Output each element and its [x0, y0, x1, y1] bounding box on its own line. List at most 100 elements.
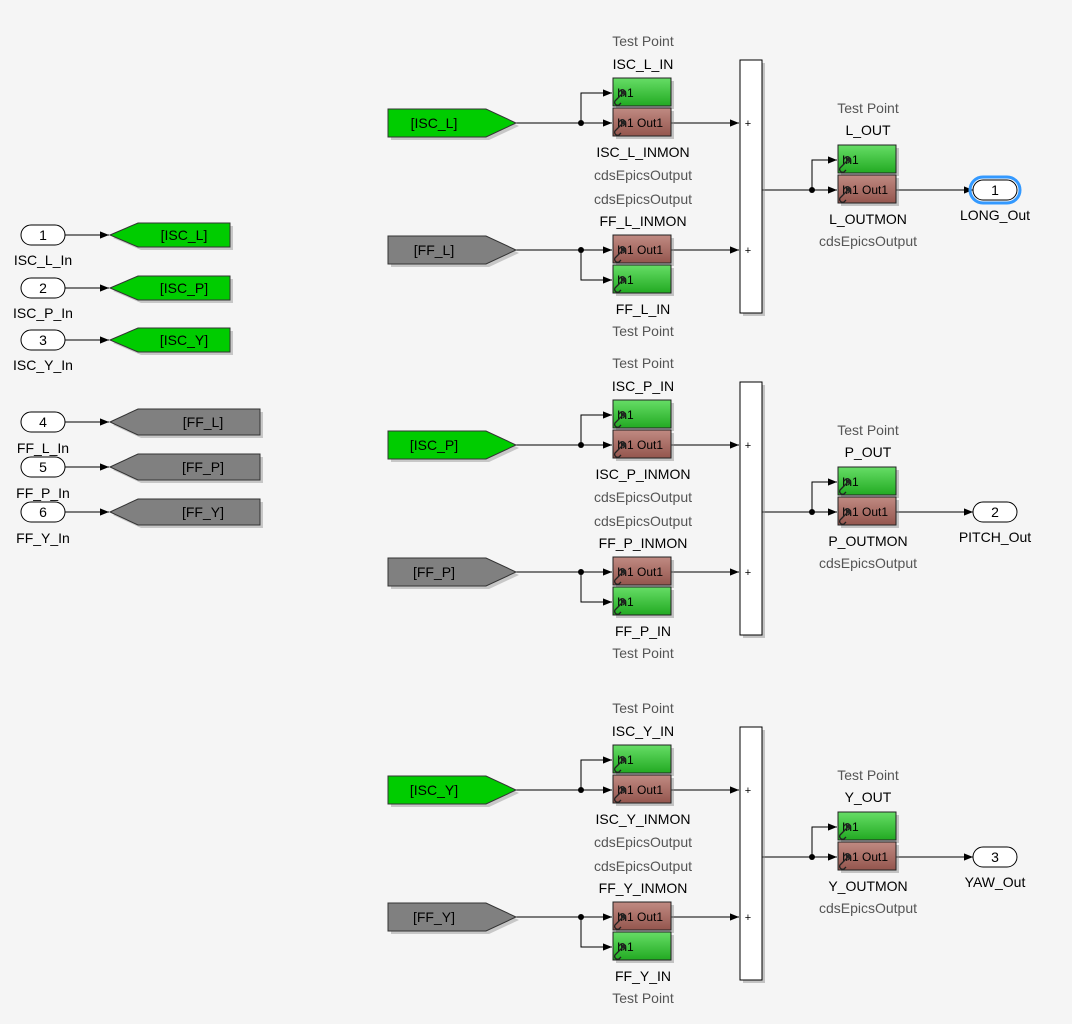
signal-line[interactable]	[580, 250, 612, 284]
epics-output-caption: cdsEpicsOutput	[594, 167, 692, 183]
goto-tag-label: [FF_L]	[183, 414, 223, 430]
testpoint-name: FF_Y_IN	[615, 968, 671, 984]
testpoint-caption: Test Point	[612, 645, 674, 661]
signal-line[interactable]	[580, 411, 612, 445]
inport-5[interactable]: 5FF_P_In	[16, 456, 70, 501]
signal-line[interactable]	[811, 478, 837, 512]
from-tag-green[interactable]: [ISC_P]	[387, 430, 519, 462]
signal-line[interactable]	[580, 756, 612, 790]
from-tag-green[interactable]: [ISC_Y]	[387, 775, 519, 807]
from-tag-gray[interactable]: [FF_Y]	[387, 902, 519, 934]
epics-output-name: ISC_P_INMON	[596, 466, 691, 482]
from-tag-gray[interactable]: [FF_L]	[387, 235, 519, 267]
epics-output-block[interactable]: In1 Out1	[612, 234, 674, 266]
library-link-icon	[839, 823, 851, 840]
inport-number: 1	[39, 227, 47, 243]
sum-sign: +	[745, 567, 751, 579]
library-link-icon	[614, 246, 626, 263]
outport-number: 1	[991, 182, 999, 198]
testpoint-name: ISC_Y_IN	[612, 723, 674, 739]
block-port-label: In1 Out1	[617, 565, 663, 579]
outport-number: 3	[991, 849, 999, 865]
signal-line[interactable]	[811, 823, 837, 857]
library-link-icon	[839, 508, 851, 525]
inport-name: ISC_P_In	[13, 305, 73, 321]
testpoint-block[interactable]: In1	[612, 399, 674, 431]
from-tag-label: [FF_L]	[414, 242, 454, 258]
outport-name: YAW_Out	[965, 874, 1026, 890]
epics-output-name: P_OUTMON	[828, 533, 907, 549]
goto-tag-green[interactable]: [ISC_L]	[108, 222, 233, 250]
epics-output-caption: cdsEpicsOutput	[819, 900, 917, 916]
testpoint-caption: Test Point	[837, 100, 899, 116]
goto-tag-gray[interactable]: [FF_Y]	[108, 498, 263, 528]
inport-number: 6	[39, 504, 47, 520]
goto-tag-gray[interactable]: [FF_L]	[108, 408, 263, 438]
from-tag-label: [ISC_L]	[411, 115, 458, 131]
inport-4[interactable]: 4FF_L_In	[17, 411, 69, 456]
inport-name: FF_Y_In	[16, 530, 70, 546]
testpoint-block[interactable]: In1	[612, 77, 674, 109]
testpoint-block[interactable]: In1	[837, 466, 899, 498]
epics-output-caption: cdsEpicsOutput	[594, 858, 692, 874]
library-link-icon	[614, 913, 626, 930]
epics-output-name: L_OUTMON	[829, 211, 907, 227]
epics-output-name: Y_OUTMON	[828, 878, 907, 894]
inport-name: ISC_L_In	[14, 252, 72, 268]
library-link-icon	[614, 411, 626, 428]
testpoint-block[interactable]: In1	[612, 264, 674, 296]
from-tag-label: [FF_P]	[413, 564, 455, 580]
signal-line[interactable]	[811, 156, 837, 190]
inport-name: FF_P_In	[16, 485, 70, 501]
sum-sign: +	[745, 118, 751, 130]
goto-tag-green[interactable]: [ISC_Y]	[108, 327, 233, 355]
library-link-icon	[839, 156, 851, 173]
testpoint-caption: Test Point	[612, 700, 674, 716]
from-tag-label: [ISC_Y]	[410, 782, 458, 798]
outport-name: LONG_Out	[960, 207, 1030, 223]
testpoint-name: FF_P_IN	[615, 623, 671, 639]
from-tag-green[interactable]: [ISC_L]	[387, 108, 519, 140]
signal-line[interactable]	[580, 89, 612, 123]
outport-number: 2	[991, 504, 999, 520]
epics-output-block[interactable]: In1 Out1	[612, 901, 674, 933]
testpoint-caption: Test Point	[612, 323, 674, 339]
library-link-icon	[614, 568, 626, 585]
block-port-label: In1 Out1	[617, 243, 663, 257]
block-port-label: In1 Out1	[617, 438, 663, 452]
library-link-icon	[614, 786, 626, 803]
inport-6[interactable]: 6FF_Y_In	[16, 501, 70, 546]
epics-output-caption: cdsEpicsOutput	[819, 555, 917, 571]
signal-line[interactable]	[580, 572, 612, 606]
inport-name: FF_L_In	[17, 440, 69, 456]
epics-output-name: FF_L_INMON	[599, 213, 686, 229]
sum-block[interactable]: ++	[739, 381, 765, 638]
epics-output-name: FF_P_INMON	[599, 535, 688, 551]
sum-block[interactable]: ++	[739, 726, 765, 983]
goto-tag-gray[interactable]: [FF_P]	[108, 453, 263, 483]
epics-output-block[interactable]: In1 Out1	[612, 774, 674, 806]
goto-tag-green[interactable]: [ISC_P]	[108, 275, 233, 303]
testpoint-caption: Test Point	[612, 990, 674, 1006]
inport-number: 4	[39, 414, 47, 430]
testpoint-name: ISC_P_IN	[612, 378, 674, 394]
testpoint-block[interactable]: In1	[837, 811, 899, 843]
goto-tag-label: [FF_Y]	[182, 504, 224, 520]
from-tag-gray[interactable]: [FF_P]	[387, 557, 519, 589]
inport-number: 2	[39, 280, 47, 296]
block-port-label: In1 Out1	[617, 116, 663, 130]
testpoint-name: FF_L_IN	[616, 301, 670, 317]
sum-sign: +	[745, 245, 751, 257]
signal-line[interactable]	[580, 917, 612, 951]
epics-output-name: FF_Y_INMON	[599, 880, 688, 896]
testpoint-block[interactable]: In1	[612, 744, 674, 776]
sum-block[interactable]: ++	[739, 59, 765, 316]
